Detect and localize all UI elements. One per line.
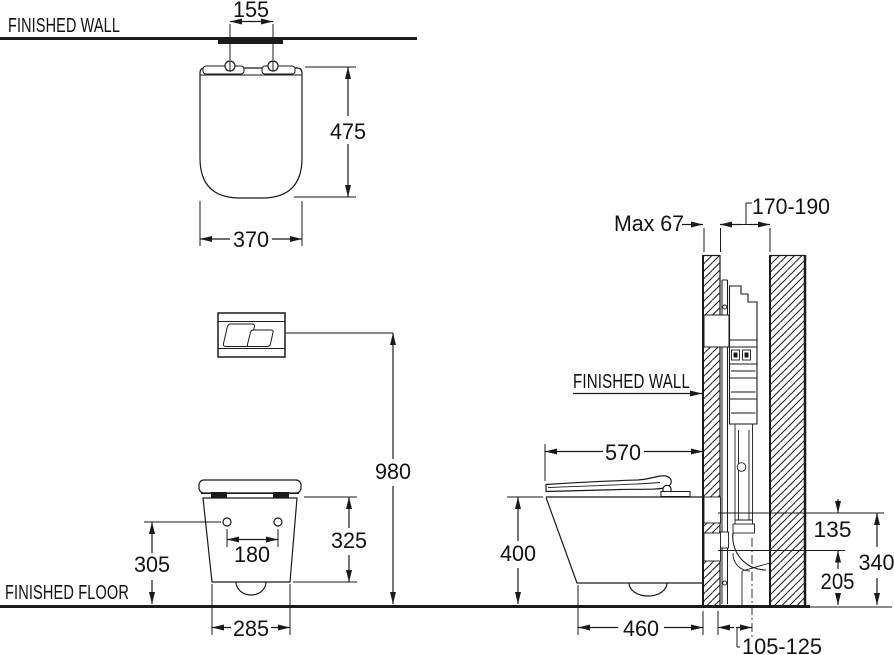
svg-text:Max 67: Max 67 [614,211,684,236]
svg-text:340: 340 [859,550,894,575]
seat-front-profile [198,479,302,494]
side-view: 570 400 460 [500,440,704,641]
svg-text:325: 325 [331,528,367,553]
svg-text:475: 475 [330,119,366,144]
bowl-front [198,479,302,596]
wall-bracket [703,314,730,348]
svg-text:305: 305 [134,552,170,577]
concealed-cistern [703,279,884,640]
seat-plan-outline [199,60,303,199]
dim-seat-depth: 475 [294,66,366,198]
flush-plate [217,312,286,358]
dim-fixing-hole-spacing: 180 [226,529,279,567]
svg-text:460: 460 [623,616,659,641]
structural-wall-section [769,254,807,606]
svg-text:570: 570 [605,440,641,465]
fixing-hole-left [222,517,232,527]
dim-fixing-hole-height: 305 [134,521,221,604]
trap-outline-front [235,581,267,596]
finished-floor: FINISHED FLOOR [0,582,810,608]
drain-pipe-passthrough [703,532,721,562]
fixing-hole-right [273,517,283,527]
hinge-bar-left [202,65,245,75]
finished-wall-top-label: FINISHED WALL [8,15,120,37]
svg-text:180: 180 [234,542,270,567]
installation-frame: Max 67 170-190 FINISHED WALL [573,194,894,655]
flush-pipe [732,424,755,534]
finished-wall-side-callout: FINISHED WALL [573,371,702,397]
svg-text:285: 285 [233,616,269,641]
bowl-side-outline [545,497,703,584]
dim-seat-width: 370 [199,201,303,252]
dim-flush-plate-height: 980 [375,333,411,604]
svg-text:980: 980 [375,459,411,484]
dim-connection-zone: 340 [859,513,894,605]
svg-text:370: 370 [233,227,269,252]
dim-inlet-drop: 135 [814,499,852,542]
dim-base-width: 285 [211,584,291,641]
dim-depth: 570 [544,440,703,481]
dim-rim-height: 400 [500,496,543,604]
ceramic-back-edge [218,40,283,44]
dim-base-depth: 460 [577,585,704,641]
flush-pipe-passthrough [703,496,721,524]
svg-text:400: 400 [500,541,536,566]
finished-floor-label: FINISHED FLOOR [5,582,129,604]
flush-button-large [222,323,255,347]
drain-elbow [719,531,771,605]
svg-text:105-125: 105-125 [742,634,822,655]
hinge-bar-right [261,65,296,75]
dim-finish-thickness: Max 67 [614,211,741,252]
svg-text:FINISHED WALL: FINISHED WALL [573,371,690,393]
svg-text:170-190: 170-190 [752,194,830,219]
svg-text:135: 135 [814,517,852,542]
front-view: 980 180 305 [134,312,411,641]
dim-hinge-spacing: 155 [229,0,274,60]
dim-frame-depth: 170-190 [741,194,830,252]
frame-hole-top [722,304,728,310]
dim-rim-to-underside: 325 [293,496,367,583]
dim-drain-center-height: 205 [821,550,855,605]
flush-button-small [246,329,274,347]
seat-side-profile [545,475,691,497]
hinge-foot [660,491,691,497]
frame-hole-bottom [722,580,728,586]
top-view-plan: FINISHED WALL 155 475 [0,0,417,252]
svg-text:155: 155 [233,0,269,22]
dim-drain-offset: 105-125 [717,611,822,655]
trap-outline-side [628,582,668,597]
svg-text:205: 205 [821,569,855,594]
